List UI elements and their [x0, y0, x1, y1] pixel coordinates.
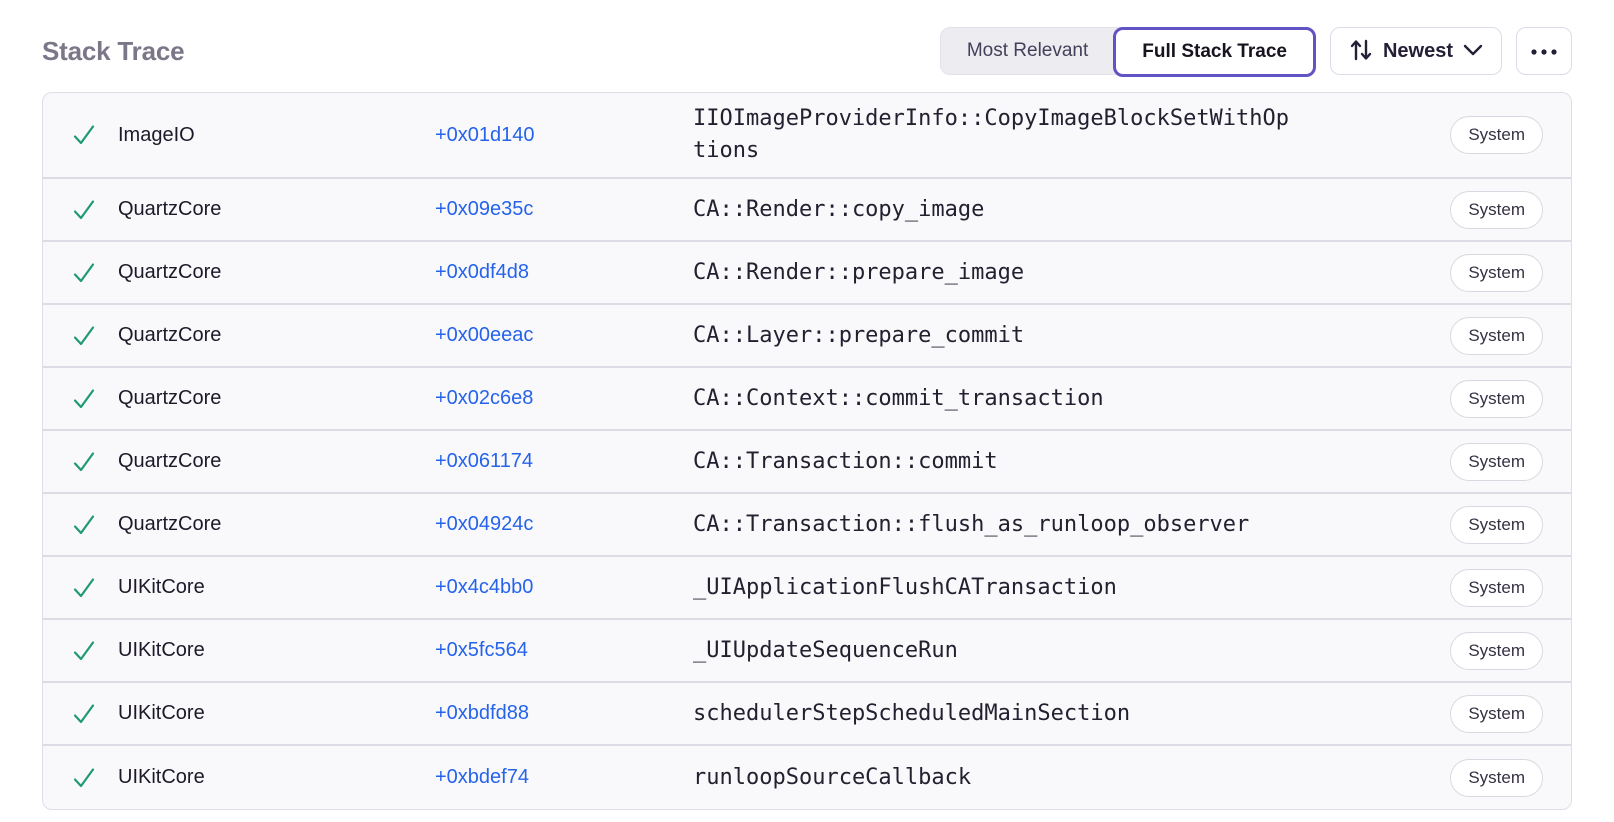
page-title: Stack Trace [42, 35, 185, 66]
frame-tag-wrap: System [1450, 758, 1543, 797]
segment-most-relevant[interactable]: Most Relevant [941, 28, 1114, 74]
frame-tag-wrap: System [1450, 442, 1543, 481]
frame-tag-badge: System [1450, 253, 1543, 292]
stack-frame-row: QuartzCore +0x061174 CA::Transaction::co… [43, 431, 1571, 494]
frame-offset-link[interactable]: +0xbdfd88 [435, 702, 529, 724]
frame-tag-badge: System [1450, 758, 1543, 797]
frame-module: QuartzCore [118, 261, 222, 283]
frame-tag-badge: System [1450, 694, 1543, 733]
sort-arrows-icon [1349, 37, 1373, 66]
frame-tag-wrap: System [1450, 568, 1543, 607]
frame-module: UIKitCore [118, 766, 205, 788]
frame-tag-badge: System [1450, 379, 1543, 418]
check-icon [71, 575, 118, 601]
stack-frame-row: QuartzCore +0x0df4d8 CA::Render::prepare… [43, 242, 1571, 305]
frame-tag-wrap: System [1450, 631, 1543, 670]
check-icon [71, 260, 118, 286]
frame-function: CA::Render::prepare_image [693, 259, 1025, 285]
frame-module: UIKitCore [118, 639, 205, 661]
stack-frame-row: UIKitCore +0xbdfd88 schedulerStepSchedul… [43, 683, 1571, 746]
frame-offset-link[interactable]: +0xbdef74 [435, 766, 529, 788]
frame-tag-badge: System [1450, 316, 1543, 355]
check-icon [71, 323, 118, 349]
check-icon [71, 386, 118, 412]
ellipsis-icon [1530, 44, 1558, 59]
frame-module: QuartzCore [118, 198, 222, 220]
frame-tag-wrap: System [1450, 505, 1543, 544]
frame-module: QuartzCore [118, 324, 222, 346]
check-icon [71, 701, 118, 727]
sort-order-label: Newest [1382, 39, 1453, 62]
frame-tag-badge: System [1450, 116, 1543, 154]
frame-offset-link[interactable]: +0x04924c [435, 513, 534, 535]
frame-offset-link[interactable]: +0x0df4d8 [435, 261, 529, 283]
frame-offset-link[interactable]: +0x02c6e8 [435, 387, 534, 409]
frame-function: CA::Render::copy_image [693, 196, 985, 222]
frame-tag-wrap: System [1450, 694, 1543, 733]
frame-tag-wrap: System [1450, 253, 1543, 292]
stack-frame-row: UIKitCore +0x4c4bb0 _UIApplicationFlushC… [43, 557, 1571, 620]
stack-frame-row: ImageIO +0x01d140 IIOImageProviderInfo::… [43, 93, 1571, 179]
chevron-down-icon [1463, 44, 1483, 59]
frame-module: QuartzCore [118, 450, 222, 472]
more-options-button[interactable] [1516, 27, 1572, 75]
frame-offset-link[interactable]: +0x09e35c [435, 198, 534, 220]
check-icon [71, 197, 118, 223]
frame-offset-link[interactable]: +0x5fc564 [435, 639, 528, 661]
check-icon [71, 122, 118, 148]
frame-function: _UIUpdateSequenceRun [693, 637, 958, 663]
stack-trace-table: ImageIO +0x01d140 IIOImageProviderInfo::… [42, 92, 1572, 810]
frame-module: QuartzCore [118, 387, 222, 409]
frame-function: CA::Transaction::flush_as_runloop_observ… [693, 511, 1250, 537]
frame-offset-link[interactable]: +0x00eeac [435, 324, 534, 346]
frame-tag-badge: System [1450, 631, 1543, 670]
frame-function: CA::Context::commit_transaction [693, 385, 1104, 411]
frame-function: schedulerStepScheduledMainSection [693, 700, 1131, 726]
stack-frame-row: UIKitCore +0x5fc564 _UIUpdateSequenceRun… [43, 620, 1571, 683]
check-icon [71, 512, 118, 538]
stack-frame-row: QuartzCore +0x00eeac CA::Layer::prepare_… [43, 305, 1571, 368]
check-icon [71, 638, 118, 664]
frame-tag-badge: System [1450, 505, 1543, 544]
frame-module: UIKitCore [118, 576, 205, 598]
stack-frame-row: QuartzCore +0x09e35c CA::Render::copy_im… [43, 179, 1571, 242]
sort-order-button[interactable]: Newest [1329, 27, 1502, 75]
frame-function: CA::Layer::prepare_commit [693, 322, 1025, 348]
check-icon [71, 449, 118, 475]
frame-offset-link[interactable]: +0x061174 [435, 450, 534, 472]
frame-tag-badge: System [1450, 190, 1543, 229]
frame-function: _UIApplicationFlushCATransaction [693, 574, 1117, 600]
stack-frame-row: UIKitCore +0xbdef74 runloopSourceCallbac… [43, 746, 1571, 809]
frame-module: ImageIO [118, 123, 195, 146]
segment-full-stack-trace[interactable]: Full Stack Trace [1113, 27, 1316, 77]
frame-function: runloopSourceCallback [693, 764, 972, 790]
frame-offset-link[interactable]: +0x4c4bb0 [435, 576, 534, 598]
stack-frame-row: QuartzCore +0x04924c CA::Transaction::fl… [43, 494, 1571, 557]
frame-function: CA::Transaction::commit [693, 448, 998, 474]
frame-module: QuartzCore [118, 513, 222, 535]
frame-tag-badge: System [1450, 568, 1543, 607]
frame-tag-wrap: System [1450, 379, 1543, 418]
frame-function: IIOImageProviderInfo::CopyImageBlockSetW… [693, 106, 1290, 163]
frame-tag-wrap: System [1450, 316, 1543, 355]
frame-tag-badge: System [1450, 442, 1543, 481]
frame-offset-link[interactable]: +0x01d140 [435, 123, 535, 146]
check-icon [71, 765, 118, 791]
frame-tag-wrap: System [1450, 190, 1543, 229]
frame-module: UIKitCore [118, 702, 205, 724]
frame-tag-wrap: System [1450, 116, 1543, 154]
stack-frame-row: QuartzCore +0x02c6e8 CA::Context::commit… [43, 368, 1571, 431]
